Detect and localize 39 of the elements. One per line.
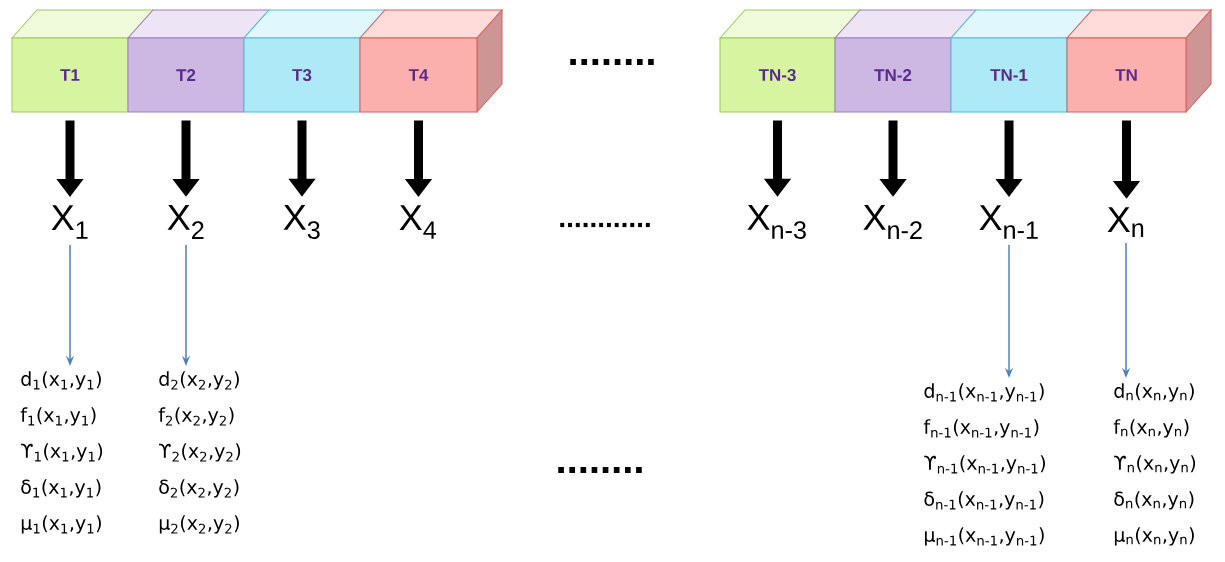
formula-line: f$_{n-1}$(x$_{n-1}$,y$_{n-1}$) bbox=[923, 419, 1039, 438]
variable-label: X$_{n-2}$ bbox=[863, 205, 922, 239]
formula-line: μ$_{1}$(x$_{1}$,y$_{1}$) bbox=[21, 515, 101, 534]
ellipsis-dots: ............ bbox=[560, 222, 650, 228]
cube-box: T2 bbox=[127, 9, 270, 113]
formula-line: f$_{n}$(x$_{n}$,y$_{n}$) bbox=[1113, 419, 1189, 438]
formula-line: ϒ$_{n}$(x$_{n}$,y$_{n}$) bbox=[1114, 455, 1196, 474]
formula-line: ϒ$_{2}$(x$_{2}$,y$_{2}$) bbox=[159, 443, 241, 462]
cube-box: TN-1 bbox=[950, 9, 1093, 113]
formula-line: δ$_{n-1}$(x$_{n-1}$,y$_{n-1}$) bbox=[924, 491, 1044, 510]
formula-line: δ$_{1}$(x$_{1}$,y$_{1}$) bbox=[21, 479, 101, 498]
formula-line: μ$_{n-1}$(x$_{n-1}$,y$_{n-1}$) bbox=[925, 527, 1044, 546]
formula-line: ϒ$_{1}$(x$_{1}$,y$_{1}$) bbox=[21, 443, 103, 462]
formula-line: μ$_{2}$(x$_{2}$,y$_{2}$) bbox=[159, 515, 239, 534]
variable-label: X$_{3}$ bbox=[283, 205, 320, 240]
formula-line: d$_{1}$(x$_{1}$,y$_{1}$) bbox=[21, 371, 101, 390]
variable-label: X$_{n}$ bbox=[1107, 207, 1144, 237]
formula-line: μ$_{n}$(x$_{n}$,y$_{n}$) bbox=[1114, 527, 1194, 546]
formula-line: δ$_{2}$(x$_{2}$,y$_{2}$) bbox=[159, 479, 239, 498]
cube-box: T3 bbox=[243, 9, 386, 113]
ellipsis-dots: ........ bbox=[558, 467, 642, 473]
formula-line: ϒ$_{n-1}$(x$_{n-1}$,y$_{n-1}$) bbox=[924, 455, 1045, 474]
variable-label: X$_{n-1}$ bbox=[979, 205, 1038, 239]
cube-box: TN bbox=[1066, 9, 1212, 113]
variable-label: X$_{1}$ bbox=[51, 205, 88, 239]
variable-label: X$_{2}$ bbox=[167, 205, 204, 239]
formula-line: f$_{2}$(x$_{2}$,y$_{2}$) bbox=[158, 407, 234, 426]
formula-line: d$_{2}$(x$_{2}$,y$_{2}$) bbox=[159, 371, 239, 390]
formula-line: f$_{1}$(x$_{1}$,y$_{1}$) bbox=[20, 407, 96, 426]
formula-line: d$_{n-1}$(x$_{n-1}$,y$_{n-1}$) bbox=[924, 383, 1044, 402]
cube-box: T4 bbox=[359, 9, 503, 113]
cube-box: T1 bbox=[11, 9, 154, 113]
formula-line: δ$_{n}$(x$_{n}$,y$_{n}$) bbox=[1114, 491, 1194, 510]
cube-box: TN-2 bbox=[834, 9, 977, 113]
cube-box: TN-3 bbox=[719, 9, 861, 113]
variable-label: X$_{n-3}$ bbox=[747, 205, 806, 240]
ellipsis-dots: ........ bbox=[570, 59, 654, 65]
formula-line: d$_{n}$(x$_{n}$,y$_{n}$) bbox=[1114, 383, 1194, 402]
variable-label: X$_{4}$ bbox=[399, 205, 437, 239]
